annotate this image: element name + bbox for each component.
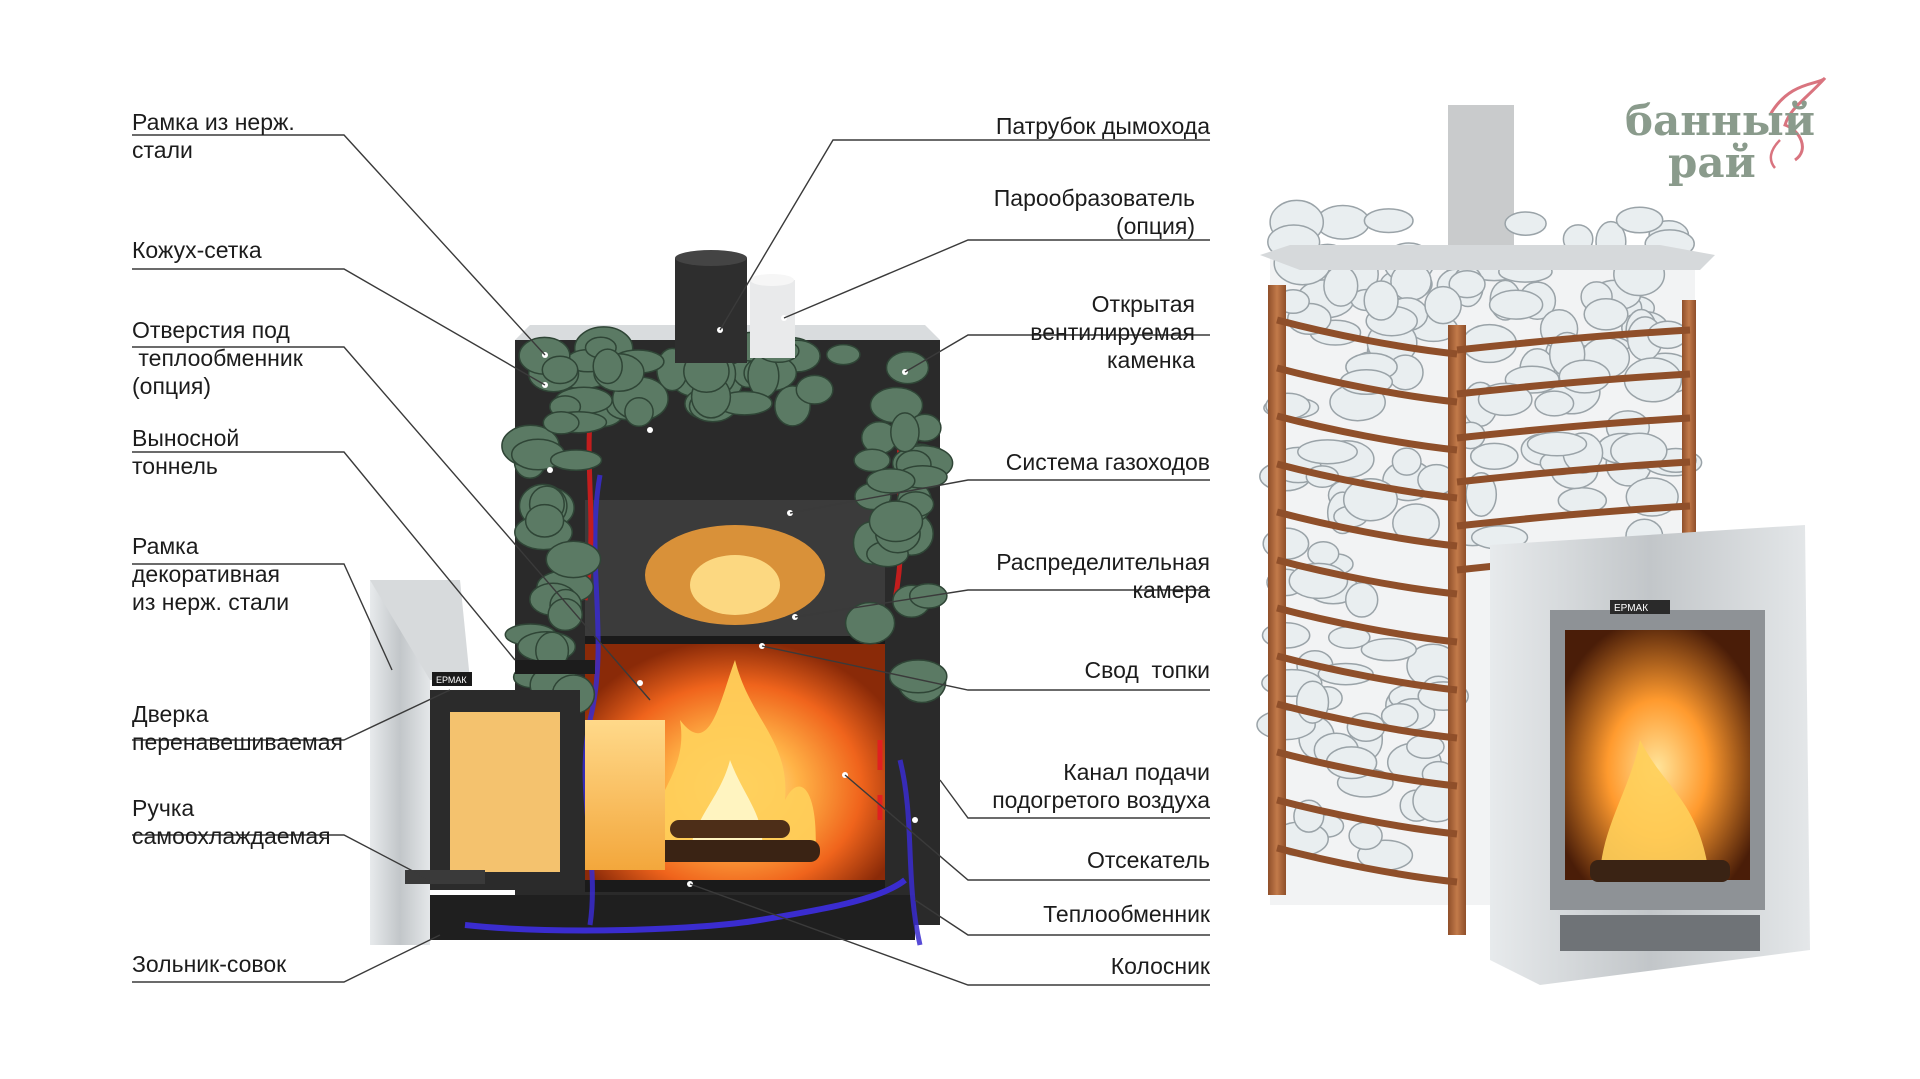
stone — [1391, 447, 1422, 476]
flames — [648, 660, 816, 860]
stone — [1504, 211, 1547, 236]
hoop — [1276, 316, 1458, 358]
brand-plate-left: ЕРМАК — [436, 675, 467, 685]
stone — [853, 448, 891, 473]
hoop — [1456, 502, 1691, 530]
chimney-pipe — [675, 258, 747, 363]
stone — [844, 601, 896, 645]
stone — [868, 500, 924, 543]
stone — [1534, 390, 1575, 417]
stone — [1344, 581, 1379, 618]
stone — [547, 598, 583, 632]
logo-line-1: банный — [1625, 96, 1815, 145]
stone — [1323, 264, 1359, 307]
stone — [549, 449, 603, 471]
stone — [1363, 208, 1414, 234]
door-glass — [450, 712, 560, 872]
stone — [1469, 442, 1519, 470]
logs — [650, 840, 820, 862]
assembled-stove: ЕРМАК — [1256, 105, 1810, 985]
ash-pan-body — [410, 895, 915, 940]
label-firebox-vault: Свод топки — [1084, 657, 1211, 683]
hoop — [1276, 700, 1458, 742]
label-heat-exchanger: Теплообменник — [1043, 901, 1210, 927]
hoop — [1276, 412, 1458, 454]
logo-line-2: рай — [1668, 138, 1756, 187]
stone — [1583, 297, 1629, 331]
label-ash-pan: Зольник-совок — [132, 951, 287, 977]
stone — [1424, 285, 1462, 325]
label-grate: Колосник — [1110, 953, 1210, 979]
logo-bird-icon — [1768, 76, 1827, 169]
copper-hoops — [1276, 316, 1691, 886]
hoop — [1276, 508, 1458, 550]
ash-drawer — [1560, 915, 1760, 951]
hoop — [1456, 326, 1691, 354]
cutaway-stove: ЕРМАК — [370, 250, 954, 946]
handle — [405, 870, 485, 884]
hoop — [1276, 556, 1458, 598]
hoop — [1276, 460, 1458, 502]
stone — [1315, 204, 1370, 240]
hoop — [1276, 796, 1458, 838]
label-baffle: Отсекатель — [1086, 847, 1210, 873]
label-steam-generator: Парообразователь(опция) — [993, 185, 1195, 239]
stone — [1360, 637, 1417, 662]
grate-bar — [585, 880, 885, 892]
hoop — [1276, 364, 1458, 406]
stone — [1526, 431, 1588, 457]
hoop — [1276, 844, 1458, 886]
stone — [1348, 821, 1383, 851]
stone — [888, 659, 948, 694]
stone — [624, 396, 654, 428]
label-casing-mesh: Кожух-сетка — [132, 237, 262, 263]
stone — [541, 355, 579, 385]
stone — [885, 351, 930, 385]
label-frame-stainless: Рамка из нерж.стали — [132, 109, 295, 163]
copper-post-middle — [1448, 325, 1466, 935]
label-gas-duct-system: Система газоходов — [1005, 449, 1210, 475]
stone — [542, 410, 580, 435]
stone — [890, 412, 920, 453]
stone — [1488, 289, 1544, 320]
stone — [1615, 206, 1664, 234]
stone — [795, 374, 834, 405]
stone — [825, 343, 861, 366]
hoop — [1456, 370, 1691, 398]
stone — [524, 503, 565, 538]
stone — [1363, 280, 1399, 321]
hoop — [1276, 748, 1458, 790]
hoop — [1456, 414, 1691, 442]
hoop — [1276, 604, 1458, 646]
steam-generator — [750, 280, 795, 358]
hoop — [1456, 458, 1691, 486]
assembled-top-rim — [1260, 245, 1715, 270]
stone — [1307, 540, 1340, 567]
stone — [866, 468, 916, 494]
label-chimney-pipe: Патрубок дымохода — [995, 113, 1210, 139]
stone — [1448, 270, 1486, 299]
cold-air-flow — [464, 877, 907, 934]
hoop — [1276, 652, 1458, 694]
stone — [545, 540, 602, 579]
stone — [592, 348, 623, 385]
leader-lines — [132, 134, 1210, 986]
copper-post-left — [1268, 285, 1286, 895]
copper-post-right — [1682, 300, 1696, 550]
stone — [1297, 439, 1358, 465]
label-heat-exchanger-holes: Отверстия под теплообменник(опция) — [132, 317, 303, 399]
brand-plate-right: ЕРМАК — [1614, 603, 1648, 614]
